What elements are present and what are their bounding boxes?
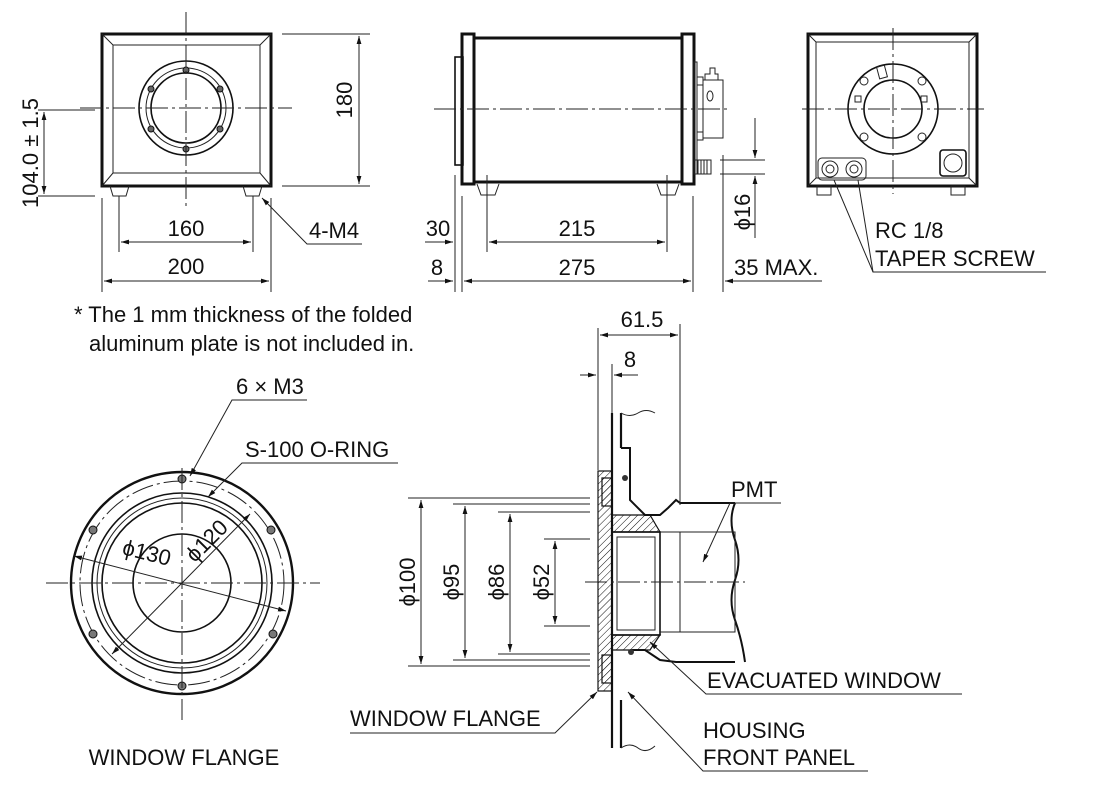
dim-side-foot-pitch: 215 — [559, 216, 596, 241]
gas-port — [693, 159, 712, 175]
foot-front — [476, 183, 500, 196]
note-line2: aluminum plate is not included in. — [89, 331, 414, 356]
flange-caption: WINDOW FLANGE — [89, 745, 280, 770]
evacuated-window — [611, 531, 661, 636]
dim-outer: ϕ130 — [120, 535, 174, 571]
label-evacuated-window: EVACUATED WINDOW — [707, 668, 941, 693]
dim-flange-thickness: 8 — [624, 347, 636, 372]
dim-phi95: ϕ95 — [439, 564, 464, 601]
window-flange-view: ϕ130 ϕ120 6 × M3 S-100 O-RING WINDOW FLA… — [46, 374, 398, 770]
dim-depth: 61.5 — [621, 307, 664, 332]
label-housing: HOUSING — [703, 718, 806, 743]
dim-height: 180 — [332, 82, 357, 119]
callout-screws: 6 × M3 — [236, 374, 304, 399]
dim-phi100: ϕ100 — [395, 557, 420, 606]
note-line1: * The 1 mm thickness of the folded — [74, 302, 412, 327]
label-window-flange: WINDOW FLANGE — [350, 706, 541, 731]
label-front-panel: FRONT PANEL — [703, 745, 855, 770]
callout-rc: RC 1/8 — [875, 218, 943, 243]
side-view: ϕ16 30 215 8 275 35 MAX. — [425, 32, 822, 292]
dim-plate: 8 — [431, 255, 443, 280]
callout-feet: 4-M4 — [309, 218, 359, 243]
signal-connector — [939, 149, 967, 177]
front-view: 180 104.0 ± 1.5 160 200 4-M4 — [18, 12, 370, 292]
dim-phi52: ϕ52 — [529, 564, 554, 601]
hv-connector — [702, 79, 724, 139]
dim-length: 275 — [559, 255, 596, 280]
callout-oring: S-100 O-RING — [245, 437, 389, 462]
callout-taper-screw: TAPER SCREW — [875, 246, 1035, 271]
dim-phi86: ϕ86 — [484, 564, 509, 601]
gas-ports — [817, 157, 867, 181]
dim-connector-max: 35 MAX. — [734, 255, 818, 280]
dim-center-height: 104.0 ± 1.5 — [18, 98, 43, 208]
label-pmt: PMT — [731, 477, 777, 502]
dim-port-dia: ϕ16 — [730, 194, 755, 231]
foot-rear — [656, 183, 680, 196]
rear-view: RC 1/8 TAPER SCREW — [802, 28, 1046, 273]
section-view: 61.5 8 ϕ100 ϕ95 ϕ86 ϕ52 PMT EVACUATED WI… — [350, 307, 962, 772]
dim-flange-offset: 30 — [426, 216, 450, 241]
dim-width: 200 — [168, 254, 205, 279]
dim-foot-pitch: 160 — [168, 216, 205, 241]
